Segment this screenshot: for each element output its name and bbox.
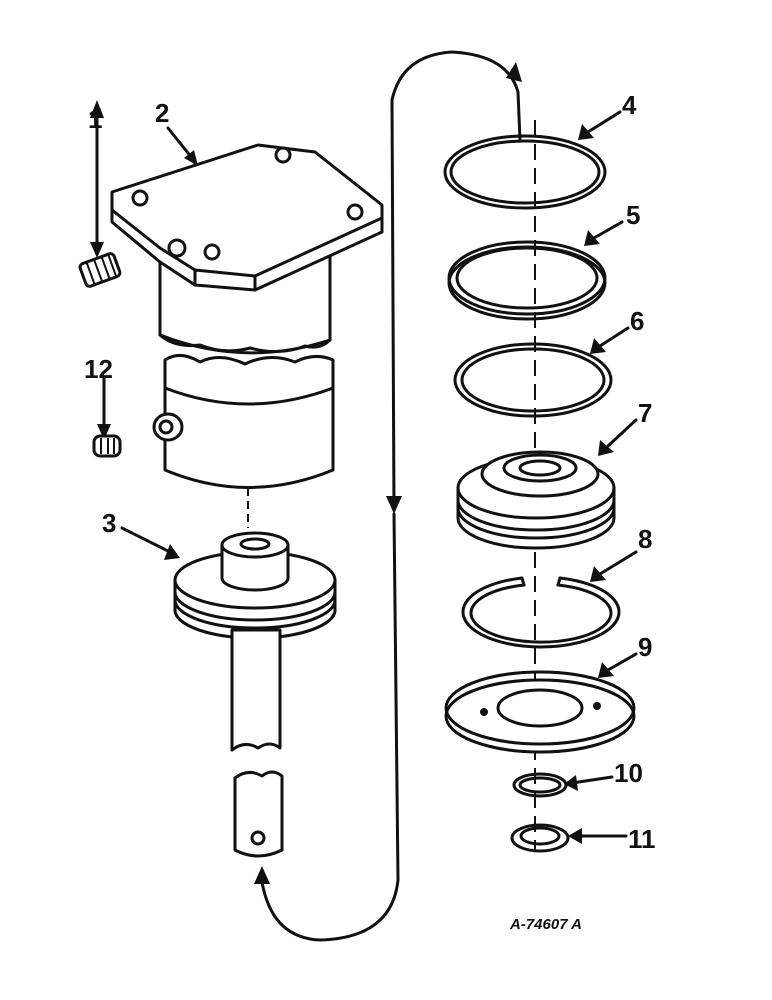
part-2-cylinder-housing: [110, 143, 384, 489]
callout-10: 10: [614, 758, 643, 788]
part-1-set-screw: [78, 100, 122, 288]
assembly-flow-arrow: [254, 50, 522, 942]
part-4-ring: [443, 134, 607, 210]
callout-labels: 1 2 3 4 5 6 7 8 9 10 11 12: [84, 90, 656, 854]
part-10-o-ring: [512, 772, 568, 798]
part-8-snap-ring: [461, 576, 621, 649]
callout-2: 2: [155, 98, 169, 128]
callout-9: 9: [638, 632, 652, 662]
callout-6: 6: [630, 306, 644, 336]
callout-4: 4: [622, 90, 637, 120]
callout-5: 5: [626, 200, 640, 230]
part-6-ring: [453, 342, 613, 418]
callout-8: 8: [638, 524, 652, 554]
callout-3: 3: [102, 508, 116, 538]
part-9-plate: [444, 670, 636, 754]
part-7-gland: [456, 450, 616, 550]
reference-code: A-74607 A: [509, 916, 582, 933]
part-3-piston-rod: [173, 531, 337, 858]
part-5-ring: [447, 240, 607, 321]
part-11-washer: [510, 823, 570, 853]
callout-11: 11: [628, 824, 656, 854]
callout-1: 1: [88, 104, 102, 134]
part-12-screw: [92, 376, 122, 458]
callout-7: 7: [638, 398, 652, 428]
leader-lines: [120, 110, 638, 844]
callout-12: 12: [84, 354, 113, 384]
